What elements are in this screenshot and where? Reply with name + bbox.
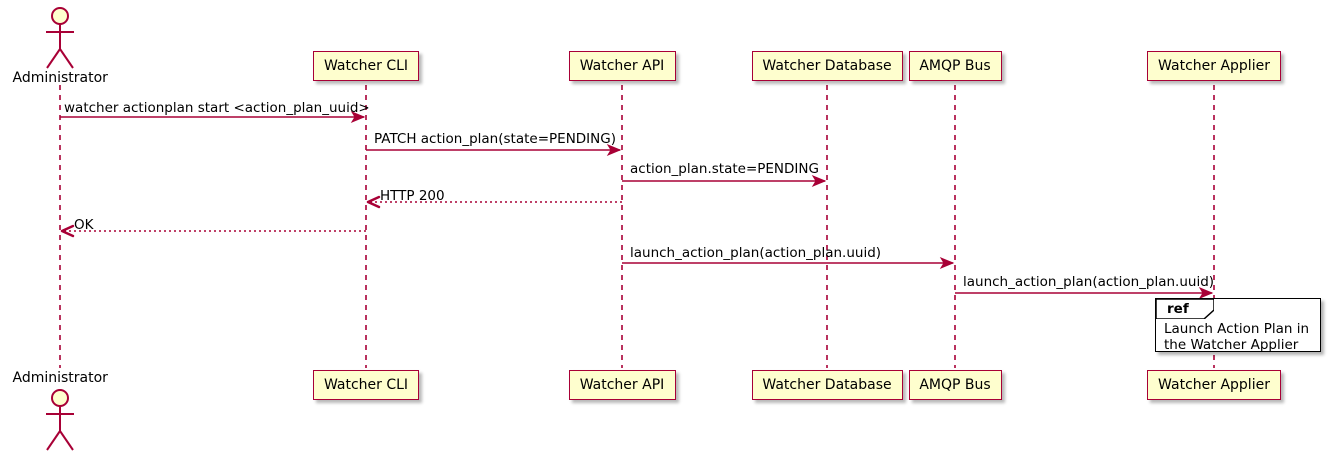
message-3 [622,174,827,188]
participant-label: Watcher Applier [1158,377,1270,393]
message-arrowhead-3 [811,174,827,188]
participant-watcher-applier-bottom[interactable]: Watcher Applier [1147,370,1281,400]
message-label-3: action_plan.state=PENDING [630,161,819,177]
message-arrowhead-4 [366,195,381,209]
participant-watcher-database-bottom[interactable]: Watcher Database [751,370,903,400]
ref-tag-label: ref [1167,301,1189,317]
participant-label: Watcher Database [762,58,892,74]
participant-watcher-applier-top[interactable]: Watcher Applier [1147,51,1281,81]
message-label-4: HTTP 200 [380,188,445,204]
participant-label: Watcher CLI [323,58,409,74]
message-7 [955,286,1214,300]
participant-amqp-bus-top[interactable]: AMQP Bus [908,51,1002,81]
actor-label-top: Administrator [12,70,108,86]
participant-amqp-bus-bottom[interactable]: AMQP Bus [908,370,1002,400]
participant-label: Watcher CLI [323,377,409,393]
actor-left-leg [46,430,61,451]
message-1 [60,110,366,124]
actor-right-leg [59,48,74,69]
participant-label: Watcher Applier [1158,58,1270,74]
message-arrowhead-5 [60,224,75,238]
message-2 [366,143,622,157]
actor-label-bottom: Administrator [12,370,108,386]
participant-watcher-cli-top[interactable]: Watcher CLI [313,51,419,81]
actor-right-leg [59,430,74,451]
message-arrowhead-6 [939,256,955,270]
message-label-1: watcher actionplan start <action_plan_uu… [64,100,370,116]
message-4 [366,195,622,209]
message-5 [60,224,366,238]
actor-left-leg [46,48,61,69]
message-label-5: OK [74,217,94,233]
message-label-6: launch_action_plan(action_plan.uuid) [630,245,882,261]
participant-label: AMQP Bus [919,58,991,74]
participant-label: Watcher API [579,58,665,74]
ref-tag-shape [1156,299,1214,319]
participant-label: Watcher API [579,377,665,393]
message-label-2: PATCH action_plan(state=PENDING) [374,131,616,147]
ref-tag-outline [1156,299,1214,319]
actor-figure-top[interactable] [46,7,74,69]
ref-fragment-text: Launch Action Plan in the Watcher Applie… [1164,321,1310,353]
participant-label: Watcher Database [762,377,892,393]
participant-label: AMQP Bus [919,377,991,393]
actor-head [51,389,69,407]
actor-figure-bottom[interactable] [46,389,74,451]
participant-watcher-database-top[interactable]: Watcher Database [751,51,903,81]
participant-watcher-api-bottom[interactable]: Watcher API [568,370,676,400]
message-arrowhead-1 [350,110,366,124]
message-label-7: launch_action_plan(action_plan.uuid) [963,274,1215,290]
participant-watcher-api-top[interactable]: Watcher API [568,51,676,81]
message-arrowhead-2 [606,143,622,157]
message-6 [622,256,955,270]
actor-head [51,7,69,25]
participant-watcher-cli-bottom[interactable]: Watcher CLI [313,370,419,400]
message-arrowhead-7 [1198,286,1214,300]
